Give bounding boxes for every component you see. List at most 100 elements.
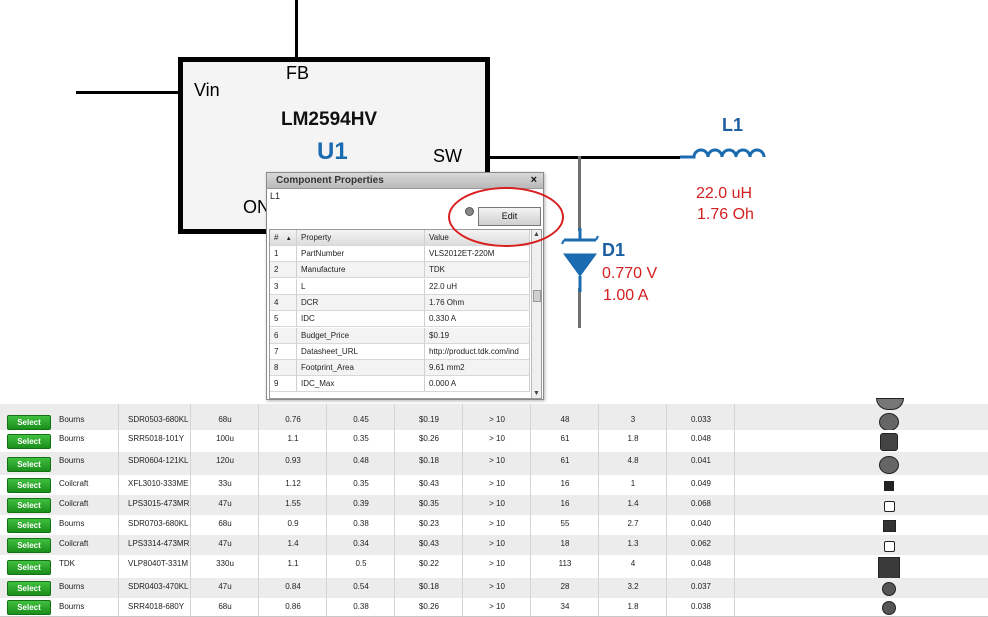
select-button[interactable]: Select xyxy=(7,581,51,596)
result-text-c3: > 10 xyxy=(489,602,505,611)
result-cell-l: 100u xyxy=(191,430,259,452)
column-header-num[interactable]: # ▲ xyxy=(270,230,297,246)
select-button[interactable]: Select xyxy=(7,415,51,430)
select-button[interactable]: Select xyxy=(7,560,51,575)
result-text-c2: 0.5 xyxy=(355,559,367,568)
result-cell-part: SDR0604-121KL xyxy=(121,452,191,475)
pin-label-vin: Vin xyxy=(194,80,220,100)
diode-voltage: 0.770 V xyxy=(602,265,658,282)
dialog-titlebar[interactable]: Component Properties × xyxy=(267,173,543,189)
result-cell-l: 47u xyxy=(191,495,259,515)
pin-label-fb: FB xyxy=(286,63,310,83)
result-cell-mfr: Bourns xyxy=(51,578,119,598)
result-text-price: $0.18 xyxy=(418,582,440,591)
close-icon[interactable]: × xyxy=(530,174,537,186)
result-cell-part: SRR4018-680Y xyxy=(121,598,191,616)
inductor-symbol[interactable] xyxy=(678,140,768,164)
result-text-c1: 0.86 xyxy=(285,602,301,611)
result-text-l: 47u xyxy=(218,499,232,508)
select-button[interactable]: Select xyxy=(7,600,51,615)
result-text-c6: 0.040 xyxy=(690,519,712,528)
package-thumbnail-icon xyxy=(882,601,896,615)
result-cell-c5: 2.7 xyxy=(599,515,667,535)
result-text-part: VLP8040T-331M xyxy=(128,559,189,568)
result-cell-c4: 48 xyxy=(531,404,599,430)
property-cell-num: 1 xyxy=(270,246,297,262)
result-text-c1: 0.93 xyxy=(285,456,301,465)
property-cell-value: 0.000 A xyxy=(425,376,530,393)
result-cell-c1: 0.86 xyxy=(259,598,327,616)
select-button[interactable]: Select xyxy=(7,457,51,472)
result-text-c4: 18 xyxy=(560,539,570,548)
result-text-mfr: Bourns xyxy=(59,582,85,591)
diode-current: 1.00 A xyxy=(603,287,649,304)
result-cell-c5: 1.8 xyxy=(599,598,667,616)
select-button[interactable]: Select xyxy=(7,434,51,449)
select-button[interactable]: Select xyxy=(7,498,51,513)
diode-symbol[interactable] xyxy=(560,228,600,292)
result-cell-c4: 28 xyxy=(531,578,599,598)
property-cell-value: $0.19 xyxy=(425,327,530,344)
result-cell-l: 47u xyxy=(191,578,259,598)
result-cell-part: LPS3314-473MR xyxy=(121,535,191,555)
result-cell-c2: 0.5 xyxy=(327,555,395,578)
scroll-thumb[interactable] xyxy=(533,290,541,302)
result-text-part: SRR4018-680Y xyxy=(128,602,185,611)
select-button[interactable]: Select xyxy=(7,518,51,533)
result-text-price: $0.26 xyxy=(418,602,440,611)
result-text-l: 47u xyxy=(218,582,232,591)
result-text-price: $0.18 xyxy=(418,456,440,465)
result-text-mfr: Coilcraft xyxy=(59,539,89,548)
result-cell-l: 33u xyxy=(191,475,259,495)
select-button[interactable]: Select xyxy=(7,538,51,553)
result-text-l: 68u xyxy=(218,602,232,611)
result-text-part: XFL3010-333ME xyxy=(128,479,189,488)
property-cell-num: 3 xyxy=(270,278,297,295)
result-text-c5: 1 xyxy=(630,479,636,488)
column-header-property[interactable]: Property xyxy=(297,230,425,246)
result-text-price: $0.19 xyxy=(418,415,440,424)
result-cell-c5: 1.8 xyxy=(599,430,667,452)
result-text-c5: 1.3 xyxy=(627,539,639,548)
property-cell-value: 9.61 mm2 xyxy=(425,360,530,377)
properties-scrollbar[interactable]: ▲ ▼ xyxy=(531,230,541,398)
result-text-c6: 0.033 xyxy=(690,415,712,424)
result-text-c2: 0.35 xyxy=(353,434,369,443)
result-text-c5: 4 xyxy=(630,559,636,568)
result-cell-mfr: TDK xyxy=(51,555,119,578)
package-thumbnail-icon xyxy=(882,520,896,532)
result-text-c4: 48 xyxy=(560,415,570,424)
property-cell-num: 4 xyxy=(270,294,297,311)
result-text-c1: 1.1 xyxy=(287,434,299,443)
result-text-part: SDR0503-680KL xyxy=(128,415,189,424)
pin-label-sw: SW xyxy=(433,146,462,166)
select-button[interactable]: Select xyxy=(7,478,51,493)
scroll-down-icon[interactable]: ▼ xyxy=(533,390,540,397)
result-text-c2: 0.48 xyxy=(353,456,369,465)
result-text-c5: 3.2 xyxy=(627,582,639,591)
result-text-c3: > 10 xyxy=(489,499,505,508)
result-cell-c4: 16 xyxy=(531,475,599,495)
result-cell-c3: > 10 xyxy=(463,578,531,598)
ic-refdes: U1 xyxy=(317,138,348,165)
result-cell-mfr: Coilcraft xyxy=(51,495,119,515)
